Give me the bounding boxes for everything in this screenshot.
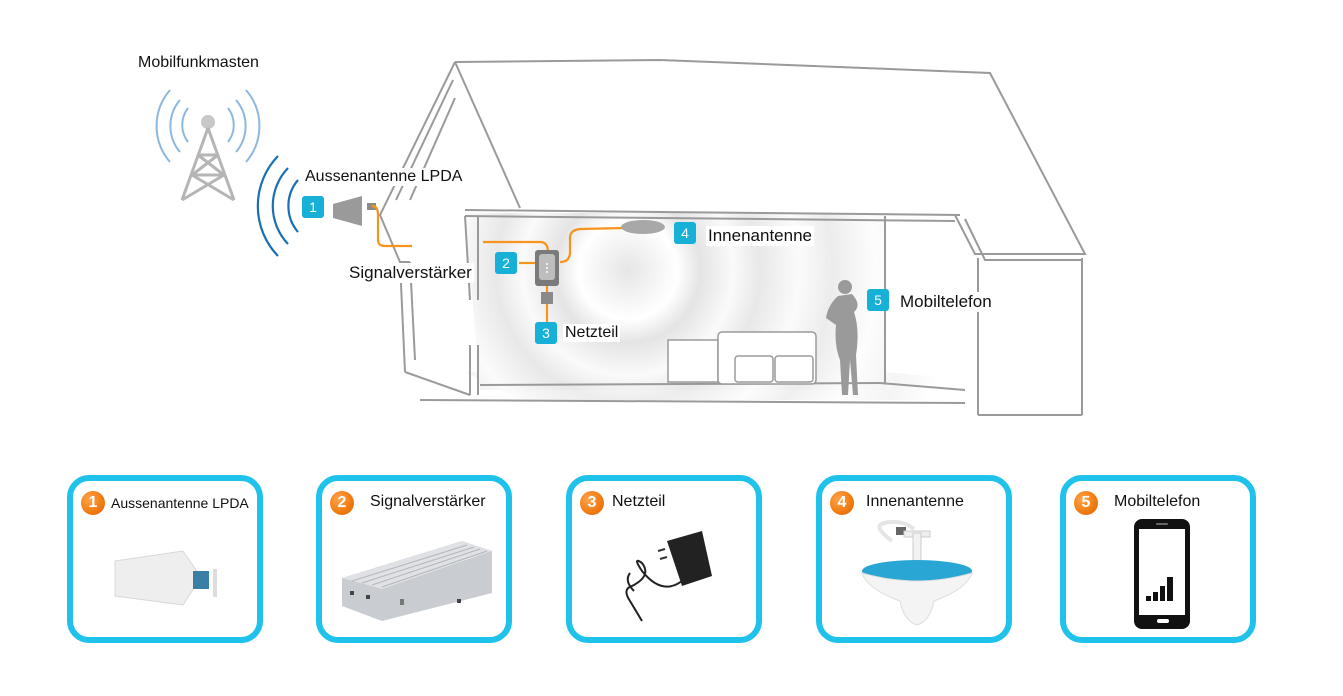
component-number: 4	[830, 491, 854, 515]
component-card-phone: 5 Mobiltelefon	[1060, 475, 1256, 643]
component-title: Aussenantenne LPDA	[111, 495, 249, 511]
power-supply-label: Netzteil	[563, 324, 621, 342]
component-number: 2	[330, 491, 354, 515]
cell-tower-icon	[155, 89, 261, 202]
badge-2: 2	[495, 252, 517, 274]
component-card-power-supply: 3 Netzteil	[566, 475, 762, 643]
tower-label: Mobilfunkmasten	[138, 54, 259, 71]
component-title: Signalverstärker	[370, 493, 486, 510]
power-supply-device-icon	[541, 292, 553, 304]
lpda-antenna-icon	[114, 550, 217, 606]
indoor-antenna-label: Innenantenne	[706, 226, 814, 246]
indoor-antenna-device-icon	[621, 220, 665, 234]
amplifier-label: Signalverstärker	[347, 263, 474, 283]
person-silhouette	[826, 280, 858, 395]
signal-bars-icon	[1146, 577, 1173, 601]
component-number: 3	[580, 491, 604, 515]
amplifier-icon	[342, 541, 492, 621]
amplifier-device-icon	[535, 250, 559, 286]
component-number: 1	[81, 491, 105, 515]
component-title: Innenantenne	[866, 493, 964, 510]
badge-1: 1	[302, 196, 324, 218]
outdoor-antenna-icon	[333, 196, 376, 226]
sofa	[667, 331, 817, 385]
component-title: Netzteil	[612, 493, 666, 510]
component-card-amplifier: 2 Signalverstärker	[316, 475, 512, 643]
component-card-outdoor-antenna: 1 Aussenantenne LPDA	[67, 475, 263, 643]
badge-4: 4	[674, 222, 696, 244]
ceiling-antenna-icon	[861, 519, 973, 626]
component-title: Mobiltelefon	[1114, 493, 1201, 510]
smartphone-icon	[1134, 519, 1190, 629]
component-card-indoor-antenna: 4 Innenantenne	[816, 475, 1012, 643]
power-adapter-icon	[625, 531, 712, 622]
phone-label: Mobiltelefon	[898, 292, 994, 312]
badge-5: 5	[867, 289, 889, 311]
badge-3: 3	[535, 322, 557, 344]
outdoor-antenna-label: Aussenantenne LPDA	[303, 168, 465, 186]
outdoor-signal-waves	[256, 155, 299, 257]
house-diagram: Mobilfunkmasten	[138, 54, 1087, 416]
component-number: 5	[1074, 491, 1098, 515]
